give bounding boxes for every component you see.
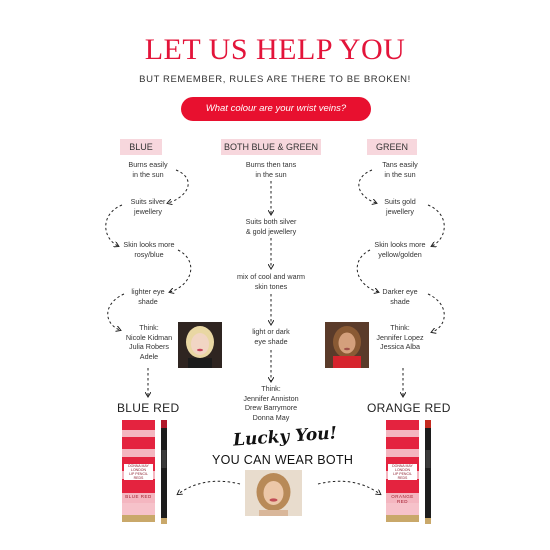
page-subtitle: BUT REMEMBER, RULES ARE THERE TO BE BROK… <box>139 74 411 85</box>
both-step-jewellery: Suits both silver & gold jewellery <box>245 217 297 236</box>
dashed-arrow-icon <box>170 249 192 292</box>
photo-nicole-kidman <box>178 322 222 368</box>
photo-drew-barrymore <box>245 470 302 516</box>
product-box-orange-red: DONNA MAY LONDON LIP PENCIL REDS ORANGE … <box>386 420 419 522</box>
dashed-arrow-icon <box>427 204 445 246</box>
blue-step-skin: Skin looks more rosy/blue <box>123 240 175 259</box>
page-title: LET US HELP YOU <box>144 33 406 66</box>
blue-step-think: Think: Nicole Kidman Julia Robers Adele <box>125 323 173 361</box>
result-blue-red: BLUE RED <box>117 401 180 415</box>
green-step-skin: Skin looks more yellow/golden <box>374 240 426 259</box>
blue-step-eyes: lighter eye shade <box>131 287 165 306</box>
lip-pencil-icon <box>160 420 168 524</box>
box-brand-text: DONNA MAY LONDON LIP PENCIL REDS <box>124 464 153 480</box>
blue-step-jewellery: Suits silver jewellery <box>130 197 166 216</box>
product-box-blue-red: DONNA MAY LONDON LIP PENCIL REDS BLUE RE… <box>122 420 155 522</box>
result-orange-red: ORANGE RED <box>367 401 451 415</box>
dashed-arrow-icon <box>427 293 445 332</box>
wear-both-text: YOU CAN WEAR BOTH <box>212 453 354 467</box>
box-brand-text: DONNA MAY LONDON LIP PENCIL REDS <box>388 464 417 480</box>
dashed-arrow-icon <box>358 169 376 203</box>
both-step-skin: mix of cool and warm skin tones <box>237 272 305 291</box>
dashed-arrow-icon <box>317 480 380 494</box>
dashed-arrow-icon <box>178 480 241 494</box>
question-pill: What colour are your wrist veins? <box>181 97 371 121</box>
box-name-orange-red: ORANGE RED <box>391 494 414 504</box>
green-step-sun: Tans easily in the sun <box>382 160 418 179</box>
column-heading-both: BOTH BLUE & GREEN <box>221 139 321 155</box>
lip-pencil-icon <box>424 420 432 524</box>
green-step-think: Think: Jennifer Lopez Jessica Alba <box>376 323 424 351</box>
dashed-arrow-icon <box>168 169 189 203</box>
column-heading-green: GREEN <box>367 139 417 155</box>
box-name-blue-red: BLUE RED <box>125 494 152 499</box>
both-step-eyes: light or dark eye shade <box>252 327 290 346</box>
dashed-arrow-icon <box>107 293 125 330</box>
both-step-sun: Burns then tans in the sun <box>245 160 297 179</box>
green-step-jewellery: Suits gold jewellery <box>384 197 416 216</box>
photo-jennifer-lopez <box>325 322 369 368</box>
blue-step-sun: Burns easily in the sun <box>128 160 168 179</box>
green-step-eyes: Darker eye shade <box>382 287 418 306</box>
column-heading-blue: BLUE <box>120 139 162 155</box>
both-step-think: Think: Jennifer Anniston Drew Barrymore … <box>243 384 299 422</box>
dashed-arrow-icon <box>356 249 378 292</box>
dashed-arrow-icon <box>105 204 123 246</box>
